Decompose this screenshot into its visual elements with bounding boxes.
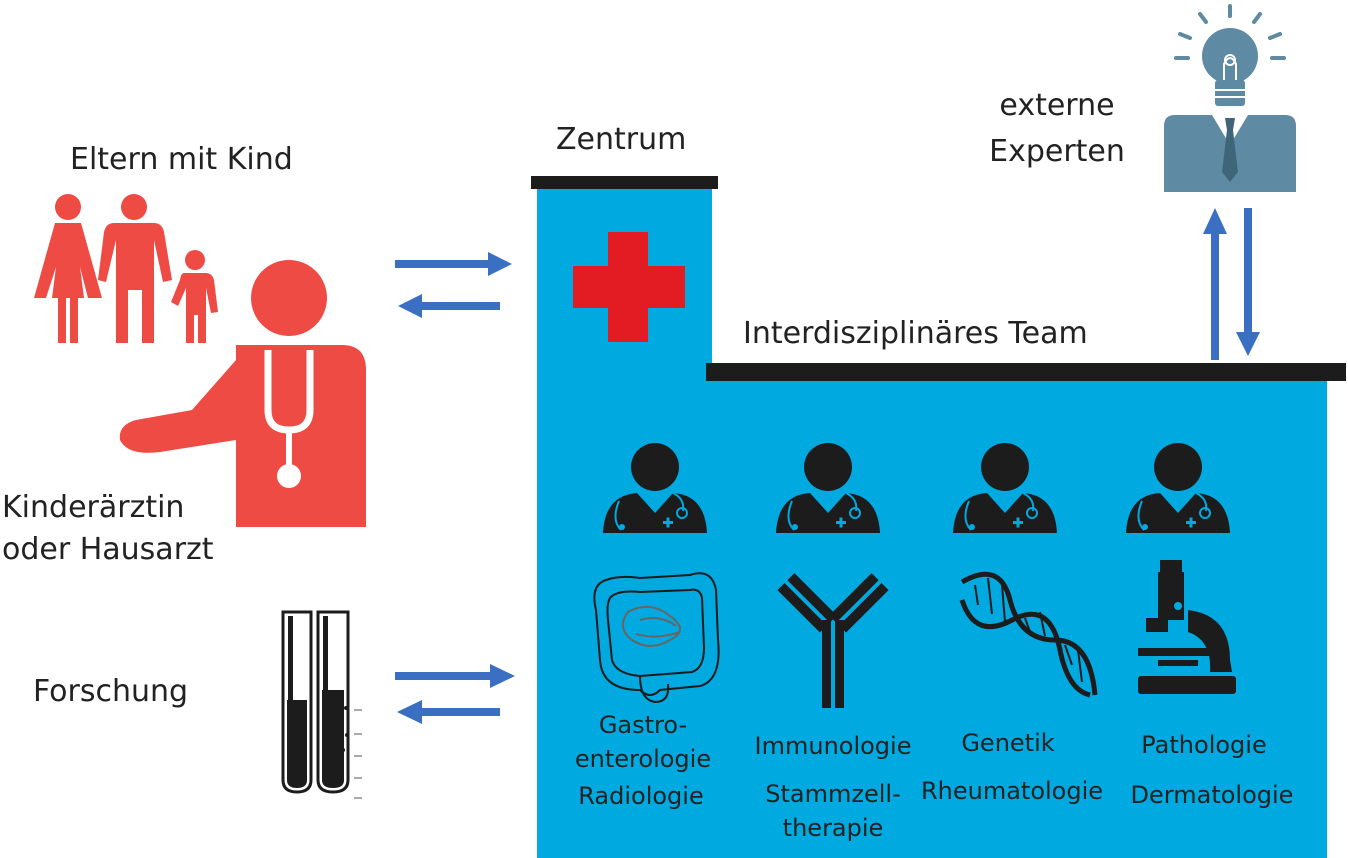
specialty-1-line2: enterologie [574,745,712,773]
specialty-1-line1: Gastro- [598,711,688,739]
experts-label-line1: externe [999,88,1115,123]
specialty-2-line1: Immunologie [754,732,912,760]
zentrum-label: Zentrum [556,122,687,157]
specialty-2-line3: therapie [782,814,884,842]
specialty-3-line1: Genetik [961,729,1055,757]
specialty-2-line2: Stammzell- [765,780,901,808]
research-label: Forschung [33,674,189,709]
zentrum-roof [531,176,718,189]
team-doctor-icon-4 [1126,443,1230,533]
doctor-label-line2: oder Hausarzt [2,532,214,567]
specialty-4-line1: Pathologie [1141,731,1267,759]
family-icon [34,194,218,343]
expert-lightbulb-icon [1164,4,1296,192]
antibody-icon [777,573,889,708]
team-label: Interdisziplinäres Team [743,316,1088,351]
specialty-4-line2: Dermatologie [1130,781,1294,809]
team-doctor-icon-1 [603,443,707,533]
dna-icon [959,571,1098,698]
specialty-3-line2: Rheumatologie [920,777,1104,805]
arrows-research-center [395,664,515,724]
experts-label-line2: Experten [989,134,1125,169]
test-tubes-icon [281,610,362,799]
microscope-icon [1138,560,1236,694]
arrows-team-experts [1203,208,1260,360]
team-roof [706,363,1346,381]
doctor-label-line1: Kinderärztin [2,490,185,525]
team-doctor-icon-3 [953,443,1057,533]
specialty-1-line3: Radiologie [578,782,704,810]
family-label: Eltern mit Kind [70,142,293,177]
red-cross-icon [573,232,685,342]
intestine-icon [593,572,720,704]
team-doctor-icon-2 [776,443,880,533]
doctor-icon [119,260,366,527]
center-building [531,176,1346,858]
arrows-patient-center [395,252,512,318]
